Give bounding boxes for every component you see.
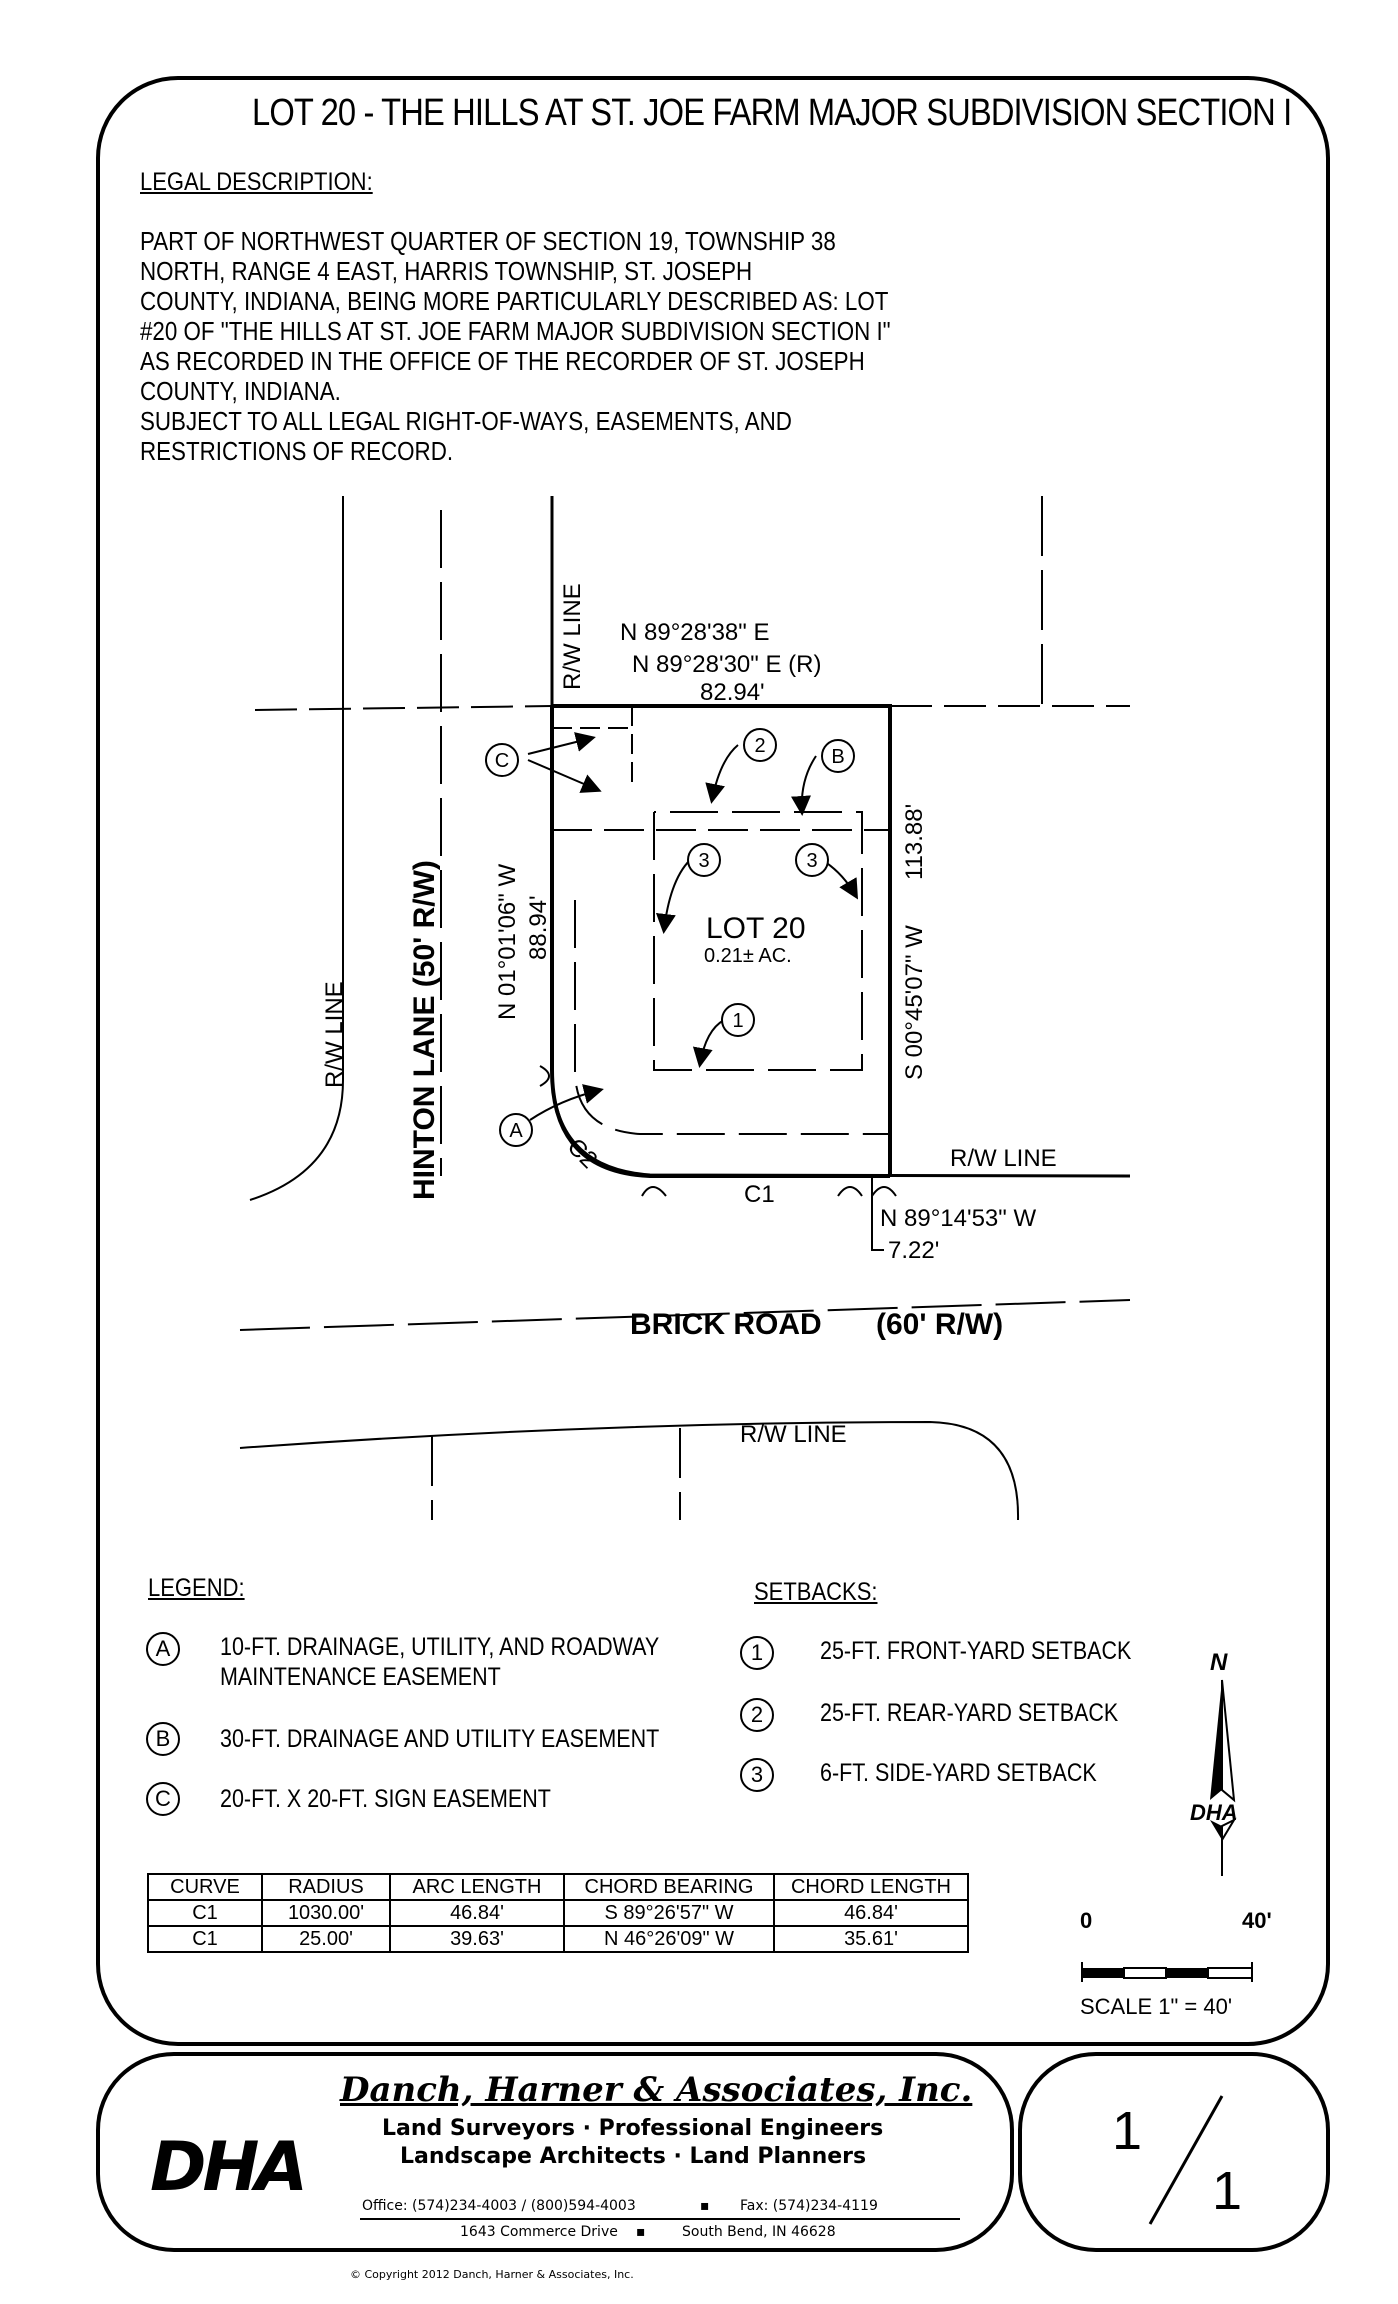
legend-key: C — [146, 1782, 180, 1816]
title-block — [96, 2052, 1014, 2252]
setback-item: 25-FT. FRONT-YARD SETBACK — [820, 1637, 1132, 1665]
firm-fax: Fax: (574)234-4119 — [740, 2198, 878, 2214]
tie-distance: 7.22' — [888, 1237, 939, 1264]
firm-name: Danch, Harner & Associates, Inc. — [340, 2070, 973, 2110]
tie-bearing: N 89°14'53" W — [880, 1205, 1036, 1232]
street-south-rw: (60' R/W) — [876, 1308, 1003, 1341]
scale-start: 0 — [1080, 1908, 1092, 1933]
legal-description: PART OF NORTHWEST QUARTER OF SECTION 19,… — [140, 226, 891, 466]
setback-key: 3 — [740, 1758, 774, 1792]
north-bearing: N 89°28'38" E — [620, 619, 769, 646]
table-row: C1 25.00' 39.63' N 46°26'09" W 35.61' — [147, 1925, 969, 1953]
drawing-border — [96, 76, 1330, 2046]
east-bearing: S 00°45'07" W — [901, 925, 928, 1080]
west-bearing: N 01°01'06" W — [494, 864, 521, 1020]
north-lot-line-extended — [254, 705, 553, 711]
setbacks-heading: SETBACKS: — [754, 1578, 878, 1606]
lot-boundary-west — [550, 706, 890, 1178]
legend-heading: LEGEND: — [148, 1574, 245, 1602]
marker-three: 3 — [698, 850, 709, 872]
curve-c1-label: C1 — [744, 1181, 775, 1208]
table-header-row: CURVE RADIUS ARC LENGTH CHORD BEARING CH… — [147, 1873, 969, 1901]
legal-line: COUNTY, INDIANA, BEING MORE PARTICULARLY… — [140, 286, 889, 316]
west-distance: 88.94' — [525, 895, 552, 960]
marker-two: 2 — [754, 735, 765, 757]
marker-c: C — [495, 750, 509, 772]
firm-address: 1643 Commerce Drive — [460, 2224, 618, 2240]
legal-line: PART OF NORTHWEST QUARTER OF SECTION 19,… — [140, 226, 836, 256]
separator: ▪ — [700, 2198, 710, 2214]
firm-services: Landscape Architects · Land Planners — [400, 2144, 867, 2169]
rw-line-label: R/W LINE — [559, 583, 586, 690]
setback-item: 25-FT. REAR-YARD SETBACK — [820, 1699, 1119, 1727]
brick-road-centerline — [239, 1299, 1131, 1331]
sheet-total: 1 — [1212, 2161, 1243, 2221]
marker-one: 1 — [732, 1010, 743, 1032]
sheet-block — [1018, 2052, 1330, 2252]
rw-line-label: R/W LINE — [740, 1421, 847, 1448]
firm-office-phone: Office: (574)234-4003 / (800)594-4003 — [362, 2198, 636, 2214]
sheet-slash — [1148, 2095, 1224, 2225]
marker-three: 3 — [806, 850, 817, 872]
separator: ▪ — [636, 2224, 646, 2240]
setback-key: 2 — [740, 1698, 774, 1732]
setback-box — [653, 811, 863, 1071]
hinton-west-rw-line — [249, 496, 344, 1201]
legal-line: RESTRICTIONS OF RECORD. — [140, 436, 454, 466]
legal-line: AS RECORDED IN THE OFFICE OF THE RECORDE… — [140, 346, 865, 376]
north-bearing-record: N 89°28'30" E (R) — [632, 651, 821, 678]
legal-line: #20 OF "THE HILLS AT ST. JOE FARM MAJOR … — [140, 316, 891, 346]
setback-key: 1 — [740, 1636, 774, 1670]
lot-area: 0.21± AC. — [704, 945, 792, 967]
marker-a: A — [509, 1120, 523, 1142]
scale-end: 40' — [1242, 1908, 1272, 1933]
hinton-east-rw-line — [550, 496, 1131, 1178]
street-south-label: BRICK ROAD — [630, 1308, 822, 1341]
sheet-number: 1 — [1112, 2101, 1143, 2161]
brick-south-rw-line — [239, 1420, 1020, 1521]
legal-description-heading: LEGAL DESCRIPTION: — [140, 168, 373, 196]
east-distance: 113.88' — [901, 804, 928, 880]
north-arrow-logo: DHA — [1190, 1800, 1238, 1825]
legal-line: NORTH, RANGE 4 EAST, HARRIS TOWNSHIP, ST… — [140, 256, 753, 286]
legend-key: A — [146, 1632, 180, 1666]
north-distance: 82.94' — [700, 679, 765, 706]
firm-logo: DHA — [150, 2128, 308, 2207]
legal-line: SUBJECT TO ALL LEGAL RIGHT-OF-WAYS, EASE… — [140, 406, 792, 436]
lot-label: LOT 20 — [706, 912, 806, 945]
rw-line-label: R/W LINE — [950, 1145, 1057, 1172]
scale-label: SCALE 1" = 40' — [1080, 1994, 1232, 2019]
rw-line-label: R/W LINE — [321, 981, 348, 1088]
legend-key: B — [146, 1722, 180, 1756]
legend-item: 10-FT. DRAINAGE, UTILITY, AND ROADWAY MA… — [220, 1633, 660, 1691]
page-title: LOT 20 - THE HILLS AT ST. JOE FARM MAJOR… — [252, 92, 1292, 134]
copyright: © Copyright 2012 Danch, Harner & Associa… — [350, 2268, 634, 2281]
street-west-label: HINTON LANE (50' R/W) — [408, 860, 441, 1200]
scale-bar: 0 40' SCALE 1" = 40' — [1080, 1908, 1272, 2019]
north-arrow: N DHA — [1190, 1649, 1238, 1876]
legend-item: 30-FT. DRAINAGE AND UTILITY EASEMENT — [220, 1725, 660, 1753]
north-letter: N — [1210, 1649, 1228, 1676]
roadway-easement-line — [574, 900, 890, 1135]
legal-line: COUNTY, INDIANA. — [140, 376, 341, 406]
firm-services: Land Surveyors · Professional Engineers — [382, 2116, 884, 2141]
curve-table: CURVE RADIUS ARC LENGTH CHORD BEARING CH… — [147, 1873, 969, 1953]
setback-item: 6-FT. SIDE-YARD SETBACK — [820, 1759, 1097, 1787]
legend-item: 20-FT. X 20-FT. SIGN EASEMENT — [220, 1785, 551, 1813]
firm-city: South Bend, IN 46628 — [682, 2224, 836, 2240]
marker-b: B — [831, 746, 844, 768]
table-row: C1 1030.00' 46.84' S 89°26'57" W 46.84' — [147, 1899, 969, 1927]
